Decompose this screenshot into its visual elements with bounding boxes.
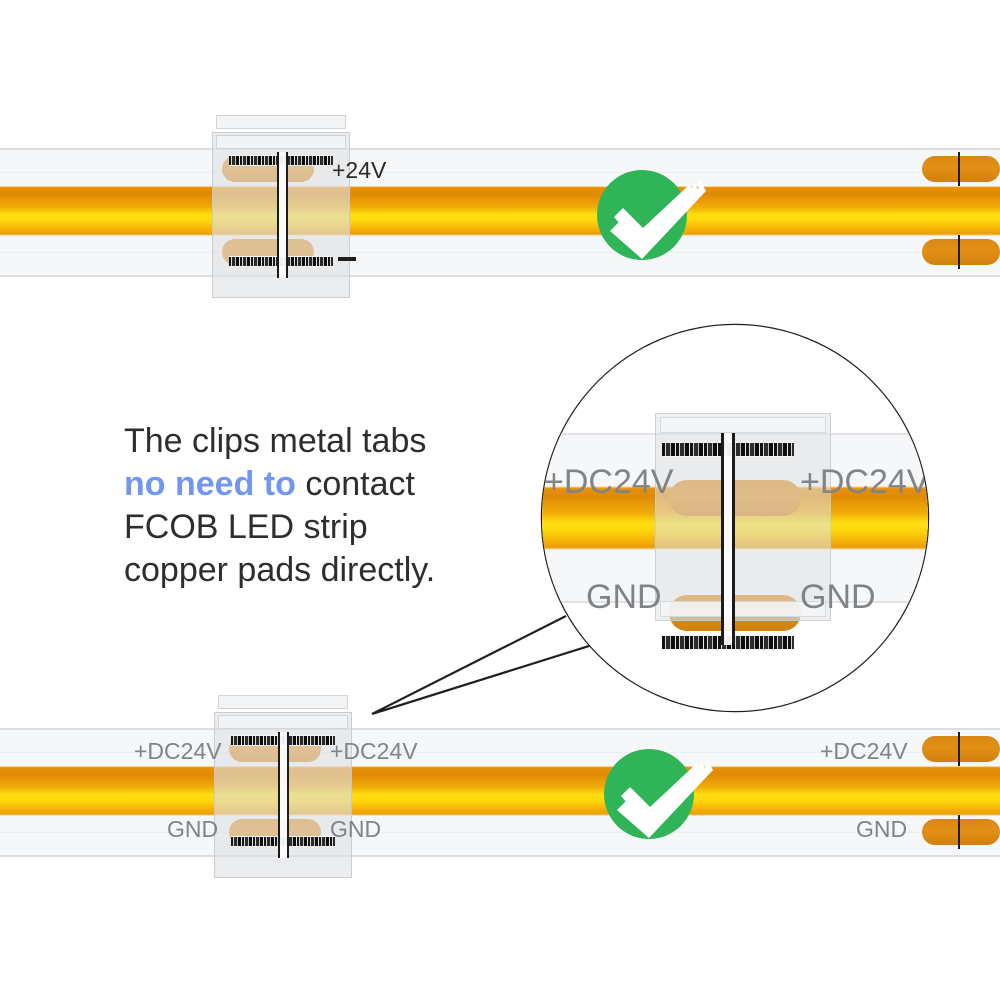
bottom-strip-end-label-ground: GND (856, 816, 908, 842)
description-line-2: no need to contact (124, 463, 544, 506)
clip-bottom-lip (218, 695, 348, 709)
clip-blade-gap (279, 152, 286, 278)
description-line-4: copper pads directly. (124, 551, 436, 589)
magnified-label-positive-left: +DC24V (544, 463, 674, 501)
bottom-strip-light-band (0, 766, 1000, 816)
clip-blade-right (286, 152, 288, 278)
bottom-strip-end-label-positive: +DC24V (820, 738, 908, 764)
clip-top-lip (216, 135, 346, 149)
bottom-strip-pad-ground-right (922, 819, 1000, 845)
clip-bottom-lip (216, 115, 346, 129)
bottom-clip-label-positive-left: +DC24V (134, 738, 222, 764)
magnified-clip-top-lip (660, 417, 826, 433)
magnified-label-ground-left: GND (586, 578, 662, 616)
bottom-clip-label-ground-right: GND (330, 816, 382, 842)
top-strip-cut-line-lower (958, 235, 960, 269)
top-clip-positive-label: +24V (332, 157, 387, 183)
green-check-icon-bottom (597, 742, 717, 842)
bottom-strip-pad-positive-right (922, 736, 1000, 762)
description-line-3: FCOB LED strip (124, 508, 368, 546)
top-strip-light-band (0, 186, 1000, 236)
clip-top-lip (218, 715, 348, 729)
clip-blade-right (287, 732, 289, 858)
description-line-1: The clips metal tabs (124, 422, 427, 460)
magnified-label-positive-right: +DC24V (800, 463, 928, 501)
magnified-clip-view: +DC24V +DC24V GND GND (542, 325, 928, 711)
magnified-label-ground-right: GND (800, 578, 876, 616)
magnified-clip-blade-gap (724, 433, 732, 645)
bottom-strip-cut-line-upper (958, 732, 960, 766)
top-strip-pad-positive-right (922, 156, 1000, 182)
bottom-strip-cut-line-lower (958, 815, 960, 849)
description-text: The clips metal tabs no need to contact … (124, 420, 544, 592)
bottom-clip-label-positive-right: +DC24V (330, 738, 418, 764)
clip-blade-left (278, 732, 280, 858)
magnified-clip-blade-right (732, 433, 735, 645)
top-clip-negative-label (338, 257, 356, 261)
clip-blade-left (277, 152, 279, 278)
top-strip-cut-line-upper (958, 152, 960, 186)
clip-blade-gap (280, 732, 287, 858)
bottom-clip-label-ground-left: GND (167, 816, 219, 842)
description-highlight: no need to (124, 465, 296, 503)
description-line-2-rest: contact (295, 465, 415, 503)
magnified-clip-blade-left (721, 433, 724, 645)
green-check-icon-top (590, 163, 710, 263)
magnified-clip-bottom-lip (660, 601, 826, 617)
top-strip-pad-ground-right (922, 239, 1000, 265)
